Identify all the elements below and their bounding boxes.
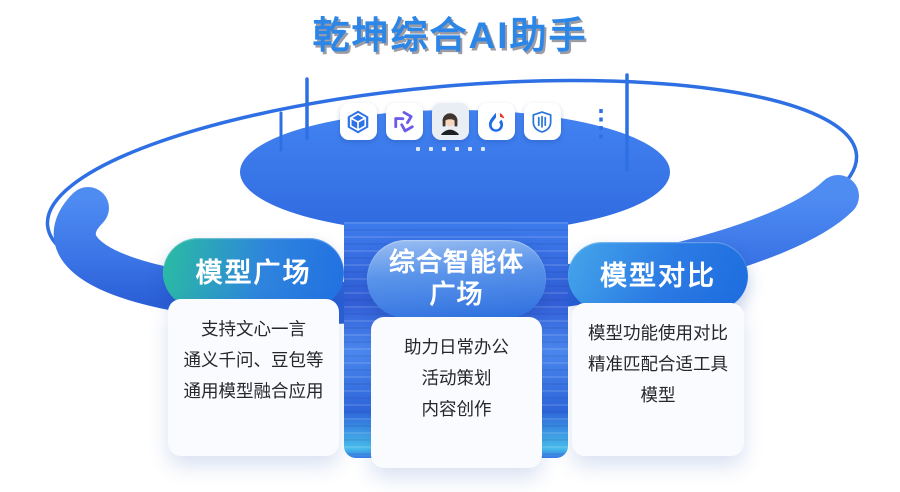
spark-drop-icon bbox=[477, 103, 515, 140]
card-header-label: 模型对比 bbox=[600, 260, 716, 291]
card-header-label: 综合智能体 bbox=[388, 247, 524, 278]
digital-human-avatar-icon bbox=[431, 103, 469, 140]
card-body-line: 活动策划 bbox=[421, 368, 492, 388]
card-body-agent-plaza: 助力日常办公 活动策划 内容创作 bbox=[371, 317, 542, 468]
card-body-line: 内容创作 bbox=[421, 399, 492, 419]
dome bbox=[240, 110, 670, 234]
card-header-model-compare: 模型对比 bbox=[568, 242, 748, 310]
shield-emblem-icon bbox=[523, 103, 561, 140]
card-header-label: 模型广场 bbox=[195, 257, 312, 288]
cube-logo-icon bbox=[339, 103, 377, 140]
card-body-line: 通用模型融合应用 bbox=[183, 381, 324, 401]
card-body-line: 精准匹配合适工具 bbox=[588, 354, 728, 374]
card-body-line: 模型功能使用对比 bbox=[588, 323, 728, 343]
card-body-model-plaza: 支持文心一言 通义千问、豆包等 通用模型融合应用 bbox=[168, 299, 339, 456]
dot bbox=[454, 147, 459, 151]
card-body-line: 通义千问、豆包等 bbox=[183, 350, 324, 370]
card-body-line: 助力日常办公 bbox=[404, 337, 509, 357]
dot bbox=[480, 147, 485, 151]
card-body-line: 支持文心一言 bbox=[201, 319, 306, 339]
tongyi-knot-icon bbox=[385, 103, 423, 140]
card-body-model-compare: 模型功能使用对比 精准匹配合适工具 模型 bbox=[572, 303, 744, 456]
dot bbox=[415, 147, 420, 151]
card-header-label: 广场 bbox=[429, 279, 484, 309]
icon-dot-row bbox=[0, 147, 900, 151]
card-body-line: 模型 bbox=[640, 385, 676, 405]
card-header-model-plaza: 模型广场 bbox=[163, 238, 344, 308]
dot bbox=[467, 147, 472, 151]
card-header-agent-plaza: 综合智能体 广场 bbox=[367, 240, 546, 318]
page-title: 乾坤综合AI助手 bbox=[312, 15, 588, 56]
app-icon-row bbox=[0, 103, 900, 140]
dot bbox=[441, 147, 446, 151]
dot bbox=[428, 147, 433, 151]
